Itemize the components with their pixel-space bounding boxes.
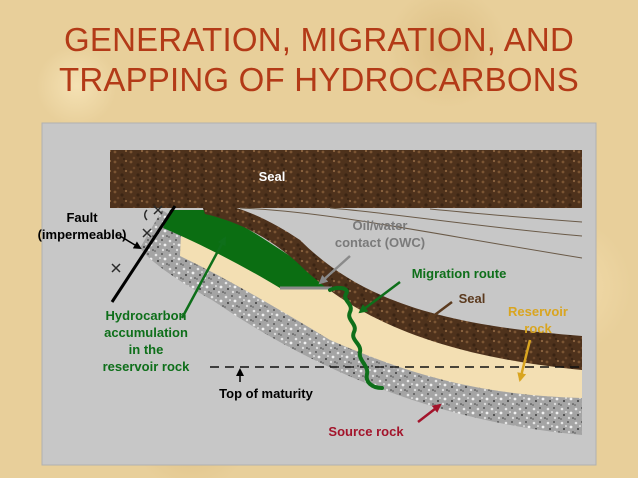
seal-label: Seal bbox=[459, 291, 486, 306]
owc-arrow bbox=[318, 255, 351, 285]
title-line-1: GENERATION, MIGRATION, AND bbox=[63, 21, 574, 58]
hc-label-line1: Hydrocarbon bbox=[106, 308, 187, 323]
migration-arrow bbox=[358, 281, 401, 314]
hc-arrow bbox=[180, 236, 227, 319]
seal-layer bbox=[200, 200, 582, 370]
fault-line bbox=[110, 205, 177, 303]
hc-label-line4: reservoir rock bbox=[103, 359, 190, 374]
fault-label-line2: (impermeable) bbox=[38, 227, 127, 242]
hydrocarbon-accumulation bbox=[163, 210, 330, 288]
owc-label-line1: Oil/water bbox=[353, 218, 408, 233]
reservoir-label-line1: Reservoir bbox=[508, 304, 568, 319]
reservoir-label-line2: rock bbox=[524, 321, 552, 336]
owc-label-line2: contact (OWC) bbox=[335, 235, 425, 250]
top-of-maturity-label: Top of maturity bbox=[219, 386, 313, 401]
source-rock-label: Source rock bbox=[328, 424, 404, 439]
fault-x-marks bbox=[111, 205, 163, 273]
migration-route-label: Migration route bbox=[412, 266, 507, 281]
bedding-lines bbox=[239, 207, 583, 259]
reservoir-arrow bbox=[517, 339, 532, 382]
seal-band-top bbox=[110, 150, 582, 208]
fault-label-line1: Fault bbox=[66, 210, 98, 225]
title-line-2: TRAPPING OF HYDROCARBONS bbox=[58, 61, 580, 98]
migration-route bbox=[328, 285, 384, 390]
fault-arrow bbox=[119, 235, 142, 250]
slide-title: GENERATION, MIGRATION, AND TRAPPING OF H… bbox=[0, 20, 638, 100]
source-arrow bbox=[417, 403, 442, 423]
seal-top-label: Seal bbox=[259, 169, 286, 184]
hc-label-line3: in the bbox=[129, 342, 164, 357]
hc-label-line2: accumulation bbox=[104, 325, 188, 340]
seal-arrow bbox=[426, 301, 453, 322]
